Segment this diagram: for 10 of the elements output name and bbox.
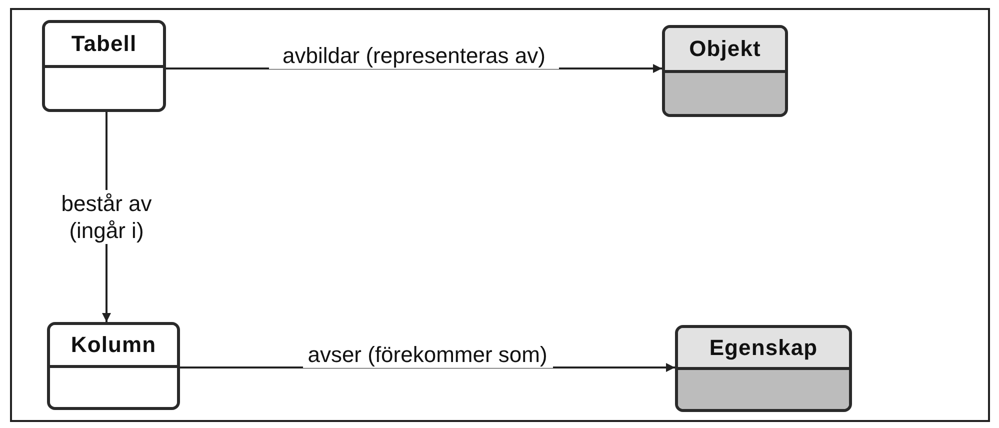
class-box — [662, 25, 788, 117]
class-box — [47, 322, 180, 410]
arrow — [180, 363, 675, 372]
class-name: Tabell — [71, 30, 137, 58]
class-name: Kolumn — [70, 331, 156, 360]
class-name: Objekt — [689, 35, 761, 64]
arrow — [166, 64, 662, 73]
class-name: Egenskap — [709, 334, 818, 362]
class-box — [42, 20, 166, 112]
class-box — [675, 325, 852, 412]
